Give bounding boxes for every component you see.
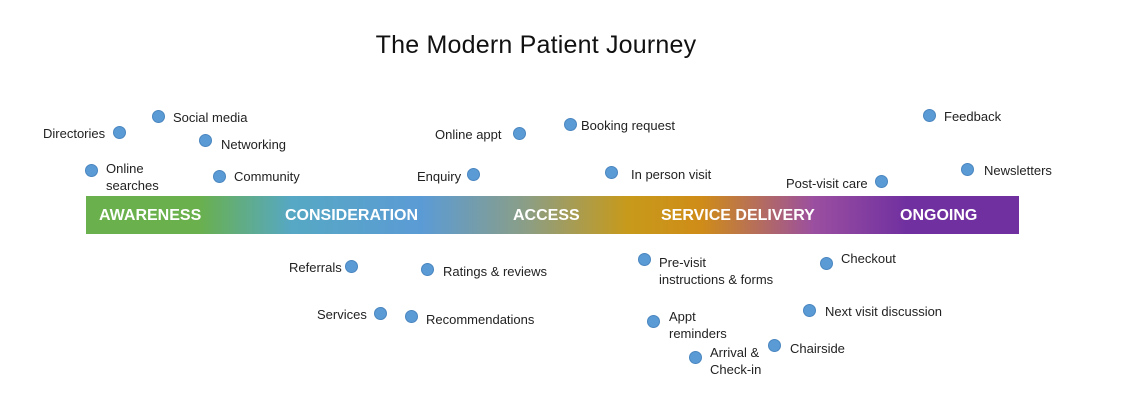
label-next-visit: Next visit discussion: [825, 304, 943, 319]
dot-online-searches: [85, 164, 98, 177]
label-chairside: Chairside: [790, 341, 845, 356]
label-online-searches-line1: Online: [106, 161, 144, 176]
label-checkout: Checkout: [841, 251, 896, 266]
label-online-appt: Online appt: [435, 127, 502, 142]
dot-networking: [199, 134, 212, 147]
phase-ongoing: ONGOING: [900, 207, 978, 224]
dot-referrals: [345, 260, 358, 273]
dot-feedback: [923, 109, 936, 122]
dot-in-person-visit: [605, 166, 618, 179]
label-arrival-line1: Arrival &: [710, 345, 760, 360]
label-newsletters: Newsletters: [984, 163, 1052, 178]
dot-community: [213, 170, 226, 183]
dot-services: [374, 307, 387, 320]
label-post-visit-care: Post-visit care: [786, 176, 868, 191]
label-online-searches-line2: searches: [106, 178, 159, 193]
dot-online-appt: [513, 127, 526, 140]
label-in-person-visit: In person visit: [631, 167, 712, 182]
dot-checkout: [820, 257, 833, 270]
label-recommendations: Recommendations: [426, 312, 535, 327]
dot-next-visit: [803, 304, 816, 317]
label-feedback: Feedback: [944, 109, 1002, 124]
label-networking: Networking: [221, 137, 287, 152]
dot-social-media: [152, 110, 165, 123]
label-online-searches: Online searches: [106, 160, 159, 194]
dot-enquiry: [467, 168, 480, 181]
dot-newsletters: [961, 163, 974, 176]
dot-chairside: [768, 339, 781, 352]
label-ratings-reviews: Ratings & reviews: [443, 264, 548, 279]
dot-post-visit-care: [875, 175, 888, 188]
label-arrival-checkin: Arrival & Check-in: [710, 344, 761, 378]
phase-access: ACCESS: [513, 207, 580, 224]
dot-arrival-checkin: [689, 351, 702, 364]
dot-appt-reminders: [647, 315, 660, 328]
label-social-media: Social media: [173, 110, 248, 125]
label-pre-visit-line1: Pre-visit: [659, 255, 706, 270]
dot-directories: [113, 126, 126, 139]
label-arrival-line2: Check-in: [710, 362, 762, 377]
label-appt-reminders-line1: Appt: [669, 309, 696, 324]
label-booking-request: Booking request: [581, 118, 675, 133]
label-directories: Directories: [43, 126, 106, 141]
journey-band: [86, 196, 1019, 234]
dot-ratings-reviews: [421, 263, 434, 276]
phase-consideration: CONSIDERATION: [285, 207, 419, 224]
label-services: Services: [317, 307, 367, 322]
label-community: Community: [234, 169, 300, 184]
label-pre-visit-line2: instructions & forms: [659, 272, 774, 287]
dot-booking-request: [564, 118, 577, 131]
label-enquiry: Enquiry: [417, 169, 462, 184]
dot-pre-visit: [638, 253, 651, 266]
label-appt-reminders-line2: reminders: [669, 326, 727, 341]
diagram-title: The Modern Patient Journey: [375, 31, 697, 59]
label-appt-reminders: Appt reminders: [669, 308, 727, 342]
dot-recommendations: [405, 310, 418, 323]
phase-service-delivery: SERVICE DELIVERY: [661, 207, 815, 224]
phase-awareness: AWARENESS: [99, 207, 202, 224]
label-referrals: Referrals: [289, 260, 342, 275]
label-pre-visit: Pre-visit instructions & forms: [659, 254, 773, 288]
